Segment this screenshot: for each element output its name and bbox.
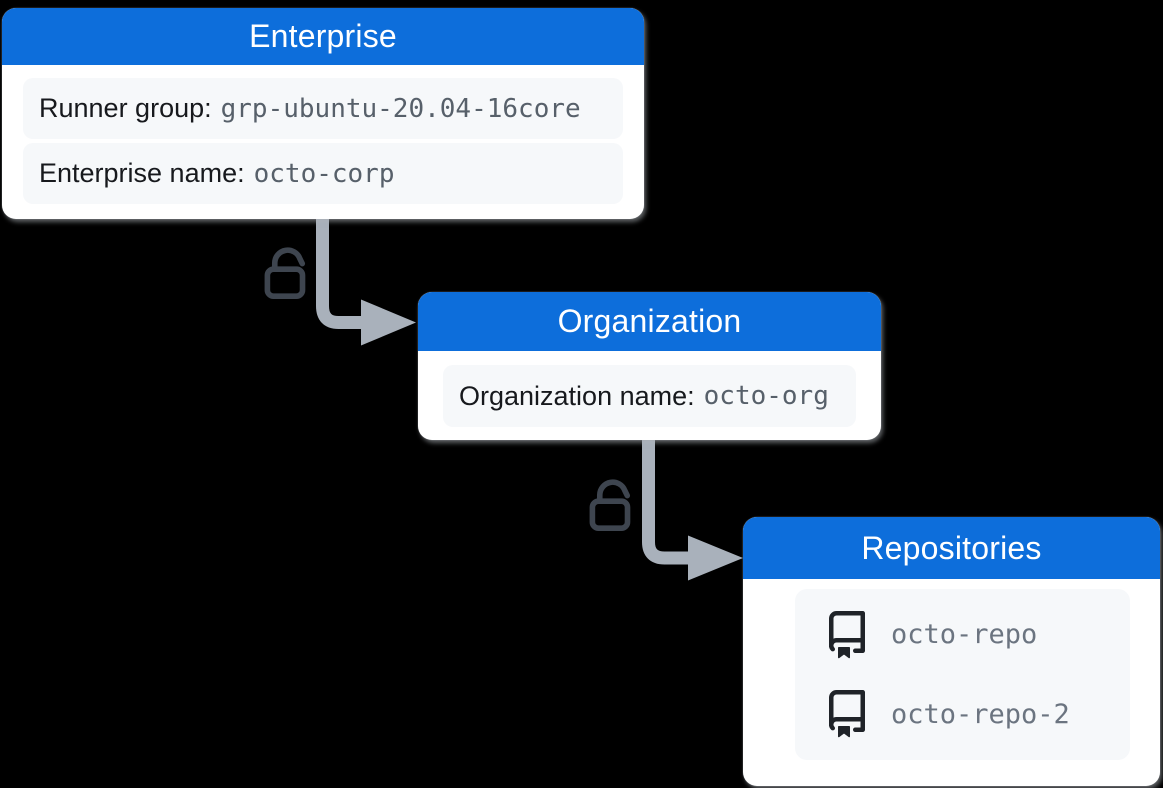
organization-name-field: Organization name: octo-org [443,365,856,427]
arrowhead-icon [688,535,743,581]
field-value-code: octo-org [703,381,829,411]
repo-list-item: octo-repo-2 [795,690,1130,738]
runner-group-field: Runner group: grp-ubuntu-20.04-16core [23,78,623,139]
enterprise-card-body: Runner group: grp-ubuntu-20.04-16core En… [2,65,644,204]
repo-list-item: octo-repo [795,610,1130,659]
enterprise-card: Enterprise Runner group: grp-ubuntu-20.0… [2,8,644,219]
repositories-card: Repositories octo-repo octo-repo-2 [743,517,1160,786]
connector-organization-to-repositories [642,439,695,565]
arrowhead-icon [361,299,416,346]
repo-list: octo-repo octo-repo-2 [795,589,1130,760]
field-value-code: octo-corp [253,158,395,189]
field-label: Organization name: [459,380,695,411]
field-label: Enterprise name: [39,158,245,188]
repo-name: octo-repo [891,619,1038,651]
organization-card: Organization Organization name: octo-org [418,292,881,440]
enterprise-name-field: Enterprise name: octo-corp [23,143,623,204]
enterprise-card-title: Enterprise [2,8,644,65]
unlock-icon [264,247,306,299]
repo-book-icon [829,610,865,658]
connector-enterprise-to-organization [316,218,368,329]
field-value-code: grp-ubuntu-20.04-16core [220,93,581,124]
field-label: Runner group: [39,93,212,123]
repo-name: octo-repo-2 [891,698,1070,730]
unlock-icon [589,479,631,531]
repositories-card-title: Repositories [743,517,1160,579]
organization-card-body: Organization name: octo-org [418,351,881,427]
repo-book-icon [829,690,865,738]
organization-card-title: Organization [418,292,881,351]
